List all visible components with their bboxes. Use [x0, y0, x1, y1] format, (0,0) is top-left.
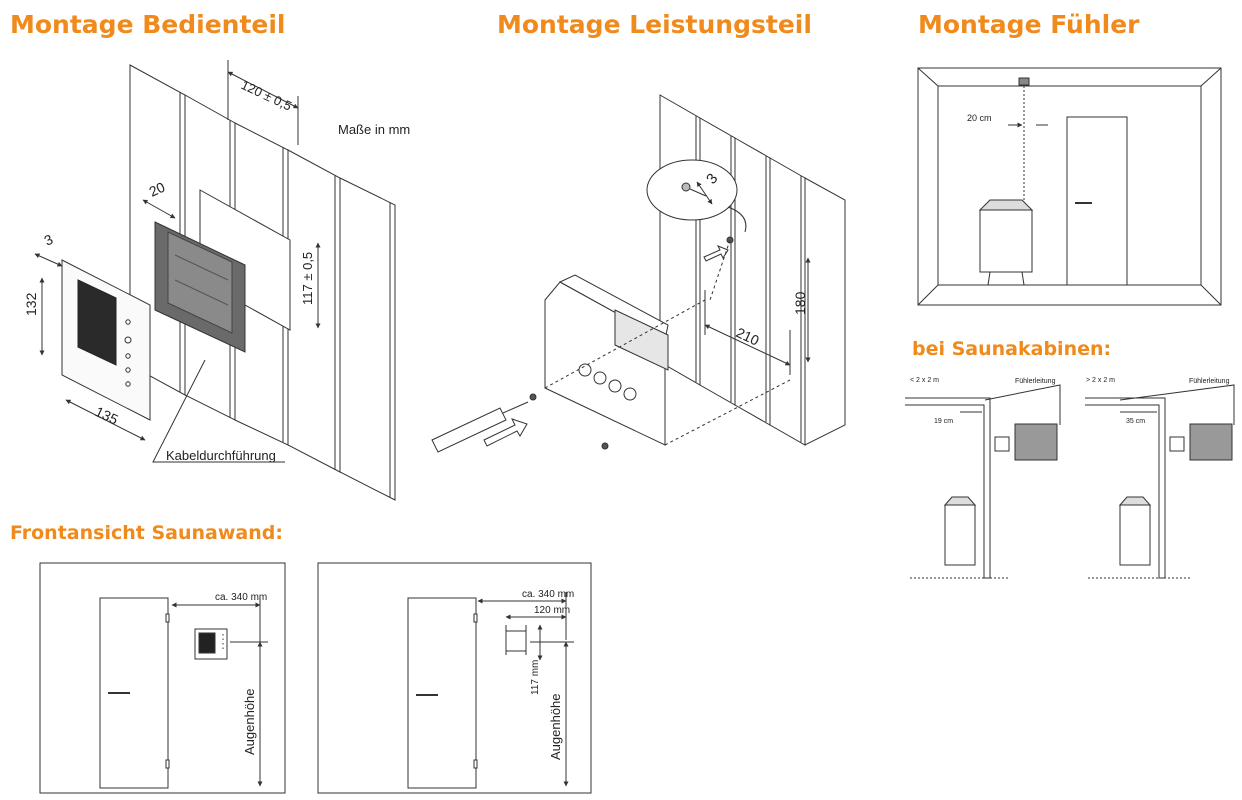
wall-panels-power: [659, 94, 846, 446]
kabine-left-size: < 2 x 2 m: [910, 377, 939, 384]
cutout-front: [505, 630, 527, 652]
heading-montage-fuehler: Montage Fühler: [918, 10, 1140, 39]
leistungsteil-diagram: [431, 94, 846, 453]
power-unit-right: [1189, 423, 1233, 461]
front-right-distance: ca. 340 mm: [522, 589, 574, 600]
sauna-heater: [978, 199, 1034, 286]
kabine-left-cable: Fühlerleitung: [1015, 378, 1056, 385]
dim-hole-height: 180: [792, 291, 808, 315]
heading-montage-bedienteil: Montage Bedienteil: [10, 10, 286, 39]
kabine-left-distance: 19 cm: [934, 418, 953, 425]
front-right-eye-height: Augenhöhe: [548, 693, 563, 760]
frontansicht-right: [317, 562, 592, 794]
saunakabine-right: [1085, 384, 1235, 579]
cable-label: Kabeldurchführung: [166, 448, 276, 463]
sauna-door: [1066, 116, 1128, 286]
dim-offset: 20: [147, 179, 168, 200]
heading-bei-saunakabinen: bei Saunakabinen:: [912, 338, 1112, 360]
kabine-right-cable: Fühlerleitung: [1189, 378, 1230, 385]
fuehler-diagram: [917, 67, 1222, 306]
front-left-distance: ca. 340 mm: [215, 592, 267, 603]
dim-sensor-distance: 20 cm: [967, 113, 992, 123]
kabine-right-size: > 2 x 2 m: [1086, 377, 1115, 384]
heading-frontansicht-saunawand: Frontansicht Saunawand:: [10, 522, 283, 544]
heading-montage-leistungsteil: Montage Leistungsteil: [497, 10, 812, 39]
mounting-frame: [154, 221, 246, 353]
direction-arrow: [483, 418, 528, 447]
units-note: Maße in mm: [338, 122, 410, 137]
sensor: [1018, 77, 1030, 86]
dim-cutout-height: 117 ± 0,5: [300, 252, 315, 305]
kabine-right-distance: 35 cm: [1126, 418, 1145, 425]
dim-depth: 3: [42, 231, 56, 249]
power-unit-box: [544, 274, 669, 446]
front-right-width: 120 mm: [534, 605, 570, 616]
frontansicht-left: [39, 562, 286, 794]
bedienteil-diagram: [34, 60, 396, 501]
door-right: [407, 597, 477, 789]
dim-panel-height: 132: [23, 292, 39, 316]
control-panel: [61, 259, 151, 421]
front-right-height: 117 mm: [530, 660, 541, 695]
screwdriver: [431, 401, 529, 453]
power-unit-left: [1014, 423, 1058, 461]
front-left-eye-height: Augenhöhe: [242, 688, 257, 755]
dim-panel-width: 135: [93, 403, 121, 427]
dim-cutout-width: 120 ± 0,5: [239, 77, 294, 113]
saunakabine-left: [905, 384, 1061, 579]
